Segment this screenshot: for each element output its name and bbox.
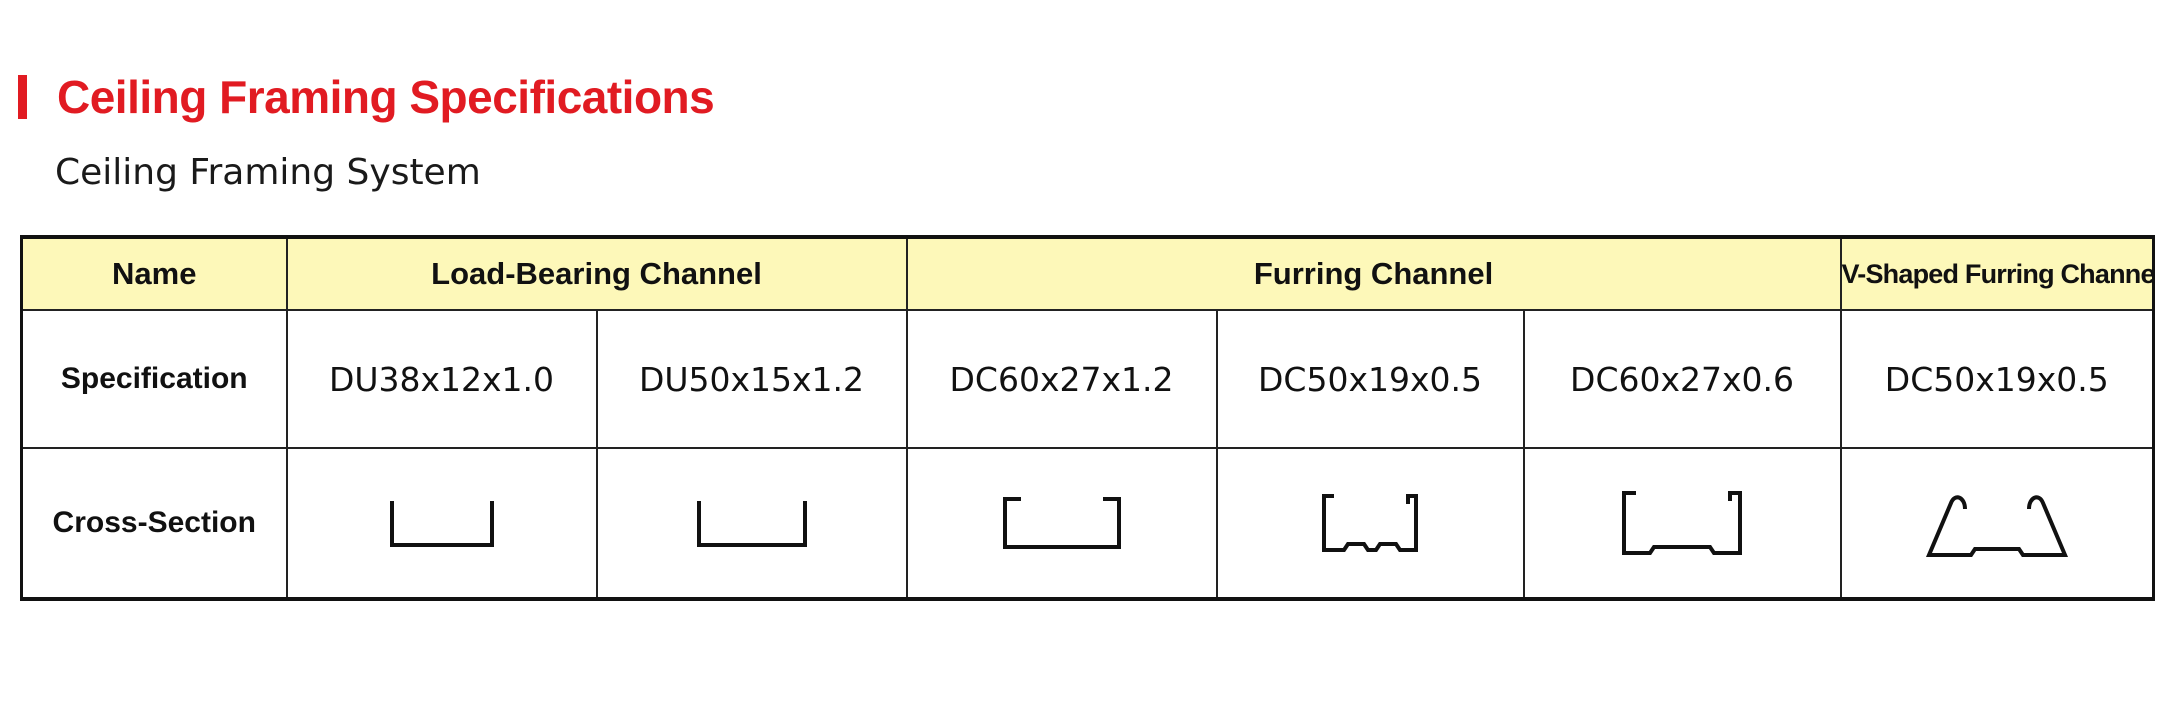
header-load-bearing-channel: Load-Bearing Channel	[285, 236, 908, 311]
u-channel-icon	[696, 501, 807, 547]
u-channel-icon	[389, 501, 494, 547]
cross-section-cell	[1215, 447, 1525, 600]
table-row-specification: Specification DU38x12x1.0 DU50x15x1.2 DC…	[20, 309, 2155, 449]
section-heading: Ceiling Framing Specifications	[18, 70, 715, 124]
cross-section-cell	[1839, 447, 2155, 600]
header-name-cell: Name	[20, 236, 288, 311]
row-label-specification: Specification	[20, 309, 288, 449]
ribbed-c-channel-icon	[1322, 494, 1419, 552]
cross-section-cell	[595, 447, 908, 600]
framing-spec-table: Name Load-Bearing Channel Furring Channe…	[20, 235, 2156, 601]
spec-cell: DU38x12x1.0	[285, 309, 598, 449]
spec-cell: DC60x27x1.2	[905, 309, 1218, 449]
spec-cell: DC50x19x0.5	[1215, 309, 1525, 449]
spec-cell: DC50x19x0.5	[1839, 309, 2155, 449]
cross-section-cell	[285, 447, 598, 600]
spec-cell: DC60x27x0.6	[1522, 309, 1842, 449]
c-channel-icon	[1002, 497, 1121, 549]
cross-section-cell	[905, 447, 1218, 600]
page-subtitle: Ceiling Framing System	[55, 152, 481, 193]
spec-cell: DU50x15x1.2	[595, 309, 908, 449]
header-furring-channel: Furring Channel	[905, 236, 1842, 311]
header-v-shaped-furring-channel: V-Shaped Furring Channel	[1839, 236, 2155, 311]
table-row-cross-section: Cross-Section	[20, 447, 2155, 600]
ribbed-c-channel-icon	[1622, 491, 1743, 555]
table-header-row: Name Load-Bearing Channel Furring Channe…	[20, 236, 2155, 311]
cross-section-cell	[1522, 447, 1842, 600]
title-accent-bar	[18, 75, 27, 119]
v-furring-channel-icon	[1925, 495, 2068, 557]
row-label-cross-section: Cross-Section	[20, 447, 288, 600]
page-title: Ceiling Framing Specifications	[57, 71, 715, 123]
